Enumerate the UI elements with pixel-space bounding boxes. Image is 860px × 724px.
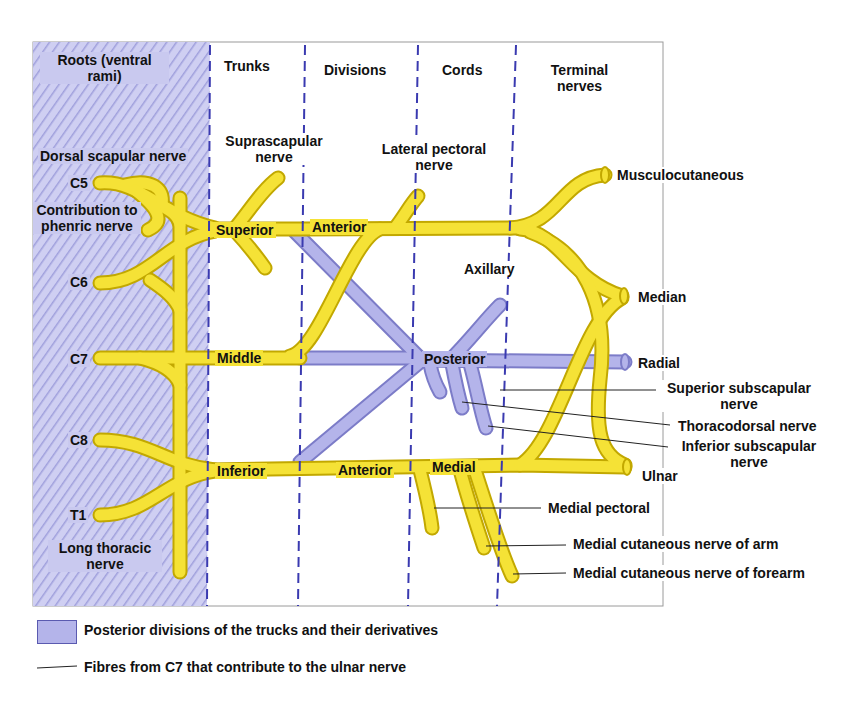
division-label: Anterior (336, 462, 394, 478)
column-heading: Roots (ventral rami) (40, 52, 169, 84)
column-heading: Cords (440, 62, 484, 78)
legend-text: Fibres from C7 that contribute to the ul… (82, 659, 408, 675)
nerve-label: Superior subscapular nerve (662, 380, 816, 412)
nerve-label: Axillary (462, 261, 517, 277)
frame (33, 42, 663, 606)
nerve-label: Long thoracic nerve (48, 540, 162, 572)
nerve-label: Contribution to phenric nerve (33, 202, 141, 234)
trunk-label: Superior (214, 222, 276, 238)
nerve-label: Medial pectoral (546, 500, 652, 516)
legend-swatch (37, 620, 77, 644)
column-heading: Terminal nerves (530, 62, 629, 94)
nerve-label: Radial (636, 355, 682, 371)
nerve-label: Musculocutaneous (615, 167, 746, 183)
nerve-label: Medial cutaneous nerve of forearm (571, 565, 807, 581)
nerve-label: Ulnar (640, 468, 680, 484)
legend-text: Posterior divisions of the trucks and th… (82, 622, 440, 638)
nerve-label: Dorsal scapular nerve (38, 148, 188, 164)
root-label: C8 (68, 432, 90, 448)
nerve-label: Inferior subscapular nerve (672, 438, 826, 470)
root-label: C6 (68, 274, 90, 290)
nerve-label: Median (636, 289, 688, 305)
region-dividers (207, 45, 516, 606)
root-label: C7 (68, 351, 90, 367)
nerve-label: Thoracodorsal nerve (676, 418, 819, 434)
trunk-label: Inferior (215, 463, 267, 479)
column-heading: Divisions (322, 62, 388, 78)
roots-panel (33, 42, 210, 606)
division-label: Anterior (310, 219, 368, 235)
cord-label: Posterior (422, 351, 487, 367)
cord-label: Medial (430, 459, 478, 475)
root-label: T1 (68, 507, 88, 523)
nerve-label: Suprascapular nerve (212, 133, 336, 165)
legend-line-sample (37, 666, 77, 668)
nerve-label: Lateral pectoral nerve (372, 141, 496, 173)
nerve-label: Medial cutaneous nerve of arm (571, 536, 780, 552)
trunk-label: Middle (215, 350, 263, 366)
root-label: C5 (68, 175, 90, 191)
column-heading: Trunks (222, 58, 272, 74)
